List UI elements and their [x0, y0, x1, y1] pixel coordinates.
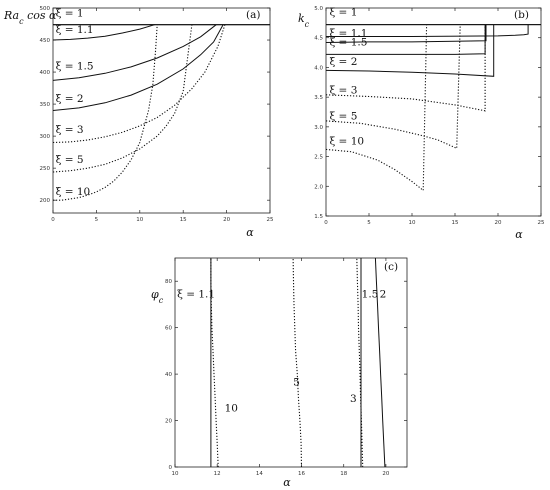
series-line-3: [356, 258, 364, 467]
curve-annotation: ξ = 1.1: [177, 288, 215, 300]
y-tick-label: 40: [165, 372, 172, 378]
plot-frame: [325, 7, 542, 217]
x-tick-label: 0: [324, 220, 328, 226]
y-tick-label: 200: [40, 198, 51, 204]
curve-annotation: ξ = 5: [56, 154, 84, 166]
x-tick-label: 14: [256, 471, 263, 477]
x-tick-label: 25: [267, 217, 274, 223]
x-tick-label: 5: [367, 220, 371, 226]
panel-label: (a): [246, 9, 260, 21]
x-tick-label: 10: [172, 471, 179, 477]
x-tick-label: 5: [95, 217, 99, 223]
y-axis-label: φc: [151, 288, 164, 305]
y-tick-label: 3.5: [314, 95, 323, 101]
series-line-4: [326, 24, 495, 77]
curve-annotation: ξ = 1.5: [329, 36, 367, 48]
y-tick-label: 350: [40, 102, 51, 108]
series-line-1: [53, 24, 155, 41]
y-tick-label: 4.5: [314, 36, 323, 42]
curve-annotation: ξ = 2: [56, 93, 84, 105]
x-tick-label: 15: [452, 220, 459, 226]
plot-frame: [174, 257, 408, 468]
x-tick-label: 10: [136, 217, 143, 223]
x-tick-label: 15: [180, 217, 187, 223]
series-line-10: [210, 258, 219, 467]
curve-annotation: ξ = 10: [329, 136, 364, 148]
y-tick-label: 2.5: [314, 155, 323, 161]
curve-annotation: ξ = 2: [329, 56, 357, 68]
y-tick-label: 450: [40, 38, 51, 44]
series-group: [326, 24, 541, 192]
y-tick-label: 2.0: [314, 184, 323, 190]
y-tick-label: 20: [165, 419, 172, 425]
series-line-2: [53, 24, 217, 81]
x-tick-label: 0: [51, 217, 55, 223]
y-tick-label: 400: [40, 70, 51, 76]
curve-annotation: ξ = 3: [329, 85, 357, 97]
curve-annotation: 2: [380, 288, 387, 300]
x-axis-label: α: [515, 228, 523, 241]
x-tick-label: 25: [538, 220, 545, 226]
panel-label: (c): [384, 261, 398, 273]
series-line-3: [53, 24, 224, 111]
series-line-5: [53, 24, 193, 173]
panel-b: 0 5 10 15 20 25 1.5 2.0 2.5 3.0 3.5 4.0 4.5 5.0 ξ = 1 ξ…: [298, 6, 545, 241]
curve-annotation: ξ = 1.5: [56, 61, 94, 73]
curve-annotation: ξ = 1: [329, 7, 357, 19]
x-tick-label: 20: [382, 471, 389, 477]
panel-label: (b): [514, 9, 529, 21]
curve-annotation: 10: [225, 402, 238, 414]
x-tick-label: 20: [495, 220, 502, 226]
y-tick-label: 250: [40, 166, 51, 172]
y-tick-label: 500: [40, 6, 51, 12]
x-axis-label: α: [246, 226, 254, 239]
series-line-2: [374, 258, 386, 467]
y-tick-label: 3.0: [314, 125, 323, 131]
series-group: [53, 24, 270, 201]
curve-annotation: 1.5: [362, 288, 379, 300]
y-tick-label: 0: [169, 465, 173, 471]
panel-a: 0 5 10 15 20 25 200 250 300 350 400 450 500 ξ = 1 ξ = …: [3, 6, 274, 239]
x-axis-label: α: [283, 476, 291, 489]
curve-annotation: ξ = 10: [56, 186, 91, 198]
y-tick-label: 80: [165, 279, 172, 285]
series-group: [210, 258, 386, 467]
curve-annotation: 5: [293, 377, 300, 389]
x-tick-label: 12: [214, 471, 221, 477]
curve-annotation: ξ = 1.1: [56, 24, 94, 36]
y-axis-label: Rac cos α: [3, 9, 57, 26]
x-tick-label: 10: [409, 220, 416, 226]
x-tick-label: 18: [340, 471, 347, 477]
y-tick-label: 4.0: [314, 65, 323, 71]
curve-annotation: ξ = 1.1: [329, 28, 367, 40]
curve-annotation: 3: [350, 393, 357, 405]
curve-annotation: ξ = 3: [56, 124, 84, 136]
x-tick-label: 16: [298, 471, 305, 477]
curve-annotation: ξ = 1: [56, 7, 84, 19]
series-line-5: [326, 24, 486, 112]
y-axis-label: kc: [298, 12, 310, 29]
y-tick-label: 1.5: [314, 214, 323, 220]
series-line-6: [53, 24, 158, 201]
x-tick-label: 20: [223, 217, 230, 223]
curve-annotation: ξ = 5: [329, 111, 357, 123]
y-tick-label: 5.0: [314, 6, 323, 12]
series-line-5: [292, 258, 303, 467]
series-line-2: [326, 24, 487, 43]
y-tick-label: 60: [165, 326, 172, 332]
series-line-7: [326, 24, 428, 192]
y-tick-label: 300: [40, 134, 51, 140]
series-line-1: [326, 24, 529, 37]
